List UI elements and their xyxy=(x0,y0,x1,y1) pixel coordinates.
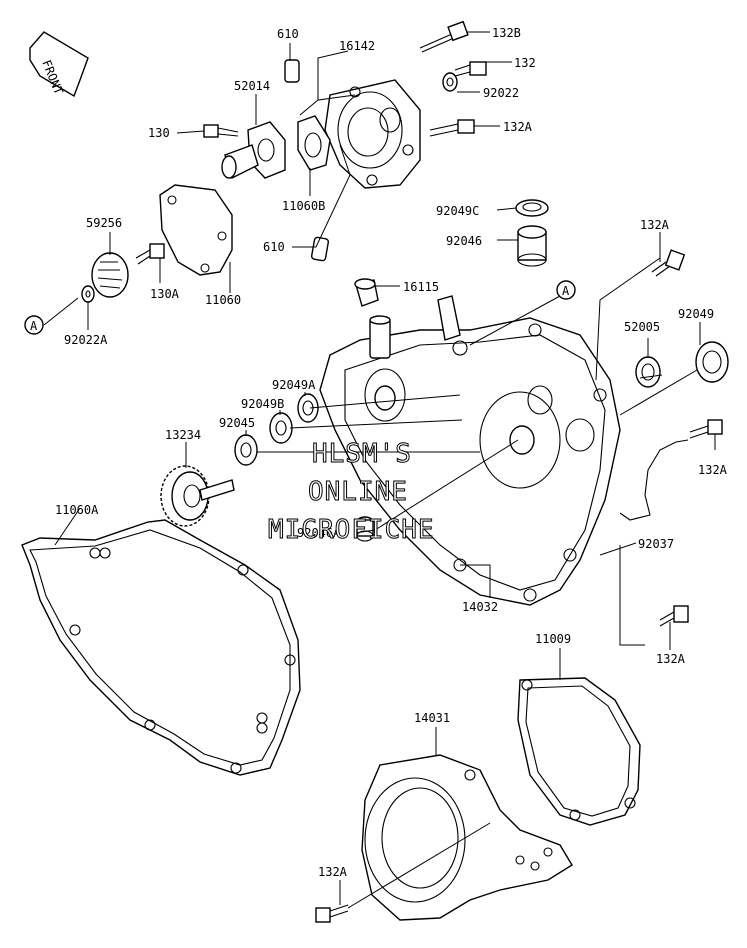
label-92046A: 92046A xyxy=(297,526,341,540)
label-132A-bottom: 132A xyxy=(318,865,348,879)
label-92022: 92022 xyxy=(483,86,519,100)
gasket-11009 xyxy=(517,677,641,826)
label-132: 132 xyxy=(514,56,536,70)
watermark-line-1: HLSM'S xyxy=(312,439,412,469)
elbow-52014 xyxy=(221,121,286,179)
reference-marker-a-right: A xyxy=(556,280,576,300)
gear-13234 xyxy=(160,465,235,527)
clip-92037 xyxy=(619,439,689,521)
watermark: HLSM'S ONLINE MICROFICHE xyxy=(268,439,435,546)
label-13234: 13234 xyxy=(165,428,201,442)
bolt-132B xyxy=(419,20,469,53)
leader-lines xyxy=(43,31,716,909)
label-52014: 52014 xyxy=(234,79,270,93)
label-14032: 14032 xyxy=(462,600,498,614)
clutch-cover-14032 xyxy=(319,295,621,606)
label-92037: 92037 xyxy=(638,537,674,551)
bushing-92046 xyxy=(517,225,547,267)
bolt-130 xyxy=(203,124,239,138)
bearing-52005 xyxy=(635,356,661,388)
gasket-11060B xyxy=(297,115,331,171)
label-11009: 11009 xyxy=(535,632,571,646)
generator-cover-14031 xyxy=(361,754,573,921)
pump-cover-16142 xyxy=(324,79,421,189)
label-92049B: 92049B xyxy=(241,397,284,411)
label-130: 130 xyxy=(148,126,170,140)
label-92049A: 92049A xyxy=(272,378,316,392)
label-52005: 52005 xyxy=(624,320,660,334)
seal-92049 xyxy=(695,341,729,383)
washer-92022 xyxy=(442,72,458,92)
label-610-bottom: 610 xyxy=(263,240,285,254)
bolt-132A-right-lower xyxy=(659,605,689,627)
label-11060B: 11060B xyxy=(282,199,325,213)
label-92049: 92049 xyxy=(678,307,714,321)
washer-92022A xyxy=(81,285,95,303)
bolt-130A xyxy=(135,243,165,265)
plug-16115 xyxy=(354,278,379,307)
label-11060A: 11060A xyxy=(55,503,99,517)
ref-a-left-label: A xyxy=(30,319,38,333)
label-92049C: 92049C xyxy=(436,204,479,218)
gasket-11060 xyxy=(159,184,233,276)
label-132A-top: 132A xyxy=(503,120,533,134)
pin-610-top xyxy=(284,59,300,83)
watermark-line-2: ONLINE xyxy=(308,477,408,507)
bolt-132A-bottom xyxy=(315,904,349,923)
bolt-132A-right-upper xyxy=(651,249,686,277)
watermark-line-3: MICROFICHE xyxy=(268,515,435,545)
label-92022A: 92022A xyxy=(64,333,108,347)
label-610-top: 610 xyxy=(277,27,299,41)
bolt-132A-top xyxy=(429,119,475,137)
seal-92049A xyxy=(297,393,319,423)
label-132A-right-middle: 132A xyxy=(698,463,728,477)
label-16142: 16142 xyxy=(339,39,375,53)
label-92045: 92045 xyxy=(219,416,255,430)
label-11060: 11060 xyxy=(205,293,241,307)
part-labels: 610 16142 132B 132 92022 52014 130 132A … xyxy=(55,26,728,879)
label-16115: 16115 xyxy=(403,280,439,294)
impeller-59256 xyxy=(91,252,129,298)
label-132B: 132B xyxy=(492,26,521,40)
seal-92049B xyxy=(269,412,293,444)
label-132A-right-lower: 132A xyxy=(656,652,686,666)
reference-marker-a-left: A xyxy=(24,315,44,335)
seal-92049C xyxy=(515,199,549,217)
gasket-11060A xyxy=(21,519,301,776)
label-14031: 14031 xyxy=(414,711,450,725)
front-arrow-icon: FRONT xyxy=(29,31,89,98)
bearing-92045 xyxy=(234,434,258,466)
pin-610-bottom xyxy=(310,236,330,262)
bolt-132 xyxy=(454,61,487,77)
bolt-132A-right-middle xyxy=(689,419,723,439)
ref-a-right-label: A xyxy=(562,284,570,298)
label-132A-right-upper: 132A xyxy=(640,218,670,232)
label-59256: 59256 xyxy=(86,216,122,230)
label-92046: 92046 xyxy=(446,234,482,248)
label-130A: 130A xyxy=(150,287,180,301)
